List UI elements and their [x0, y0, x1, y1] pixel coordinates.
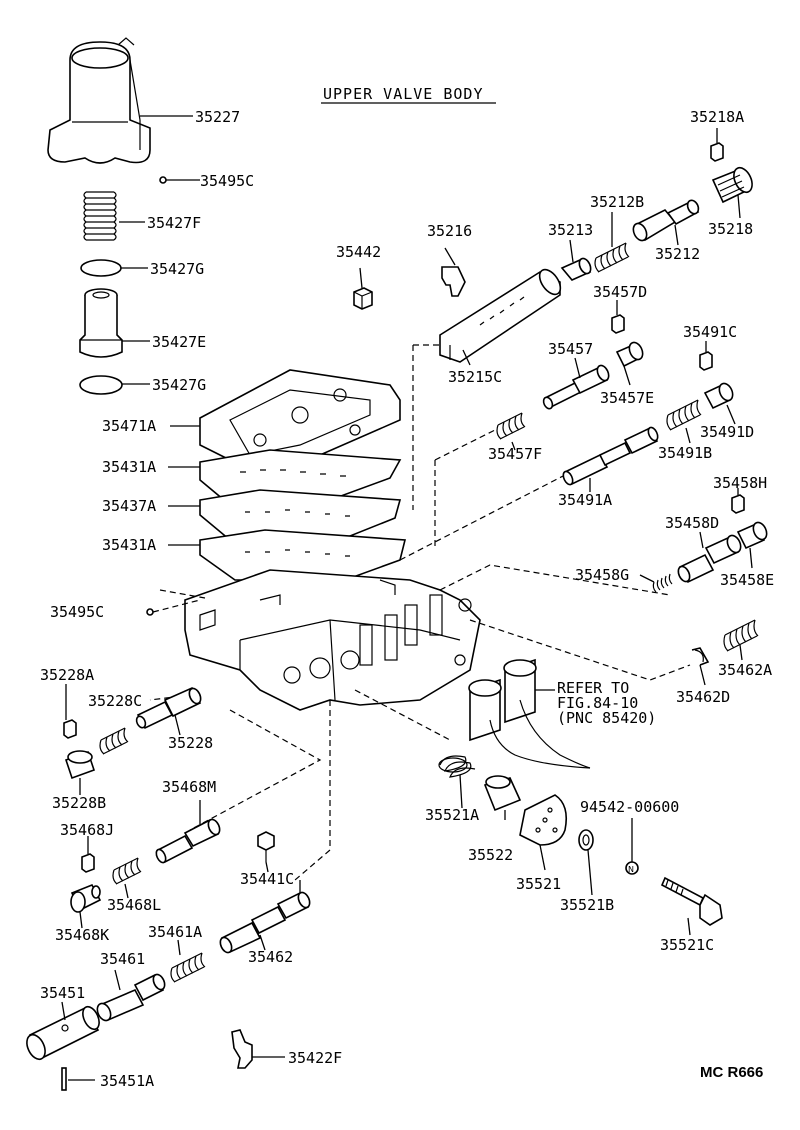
part-label-35521b: 35521B: [560, 896, 614, 914]
part-label-35212b: 35212B: [590, 193, 644, 211]
nut-35442: [353, 287, 373, 310]
valve-35468m: [155, 818, 221, 864]
clip-35422f: [231, 1029, 253, 1069]
spring-35462a: [723, 619, 759, 652]
svg-text:N: N: [628, 865, 634, 874]
sleeve-35522: [483, 775, 522, 812]
part-label-35468m: 35468M: [162, 778, 216, 796]
part-label-35442: 35442: [336, 243, 381, 261]
part-label-35216: 35216: [427, 222, 472, 240]
plate-35437a: [199, 489, 402, 541]
part-label-35213: 35213: [548, 221, 593, 239]
part-label-35457: 35457: [548, 340, 593, 358]
part-label-35468j: 35468J: [60, 821, 114, 839]
part-label-35228c: 35228C: [88, 692, 142, 710]
part-label-35495c-top: 35495C: [200, 172, 254, 190]
part-label-94542-00600: 94542-00600: [580, 798, 679, 816]
part-label-35462d: 35462D: [676, 688, 730, 706]
spring-35468l: [112, 857, 142, 885]
accumulator-housing: [47, 37, 151, 164]
plug-35457e: [615, 341, 644, 368]
part-label-35212: 35212: [655, 245, 700, 263]
accumulator-piston: [79, 288, 123, 358]
part-label-35458e: 35458E: [720, 571, 774, 589]
part-label-35441c: 35441C: [240, 870, 294, 888]
bolt-35521c: [660, 876, 723, 926]
part-label-35491c: 35491C: [683, 323, 737, 341]
plug-35491d: [703, 382, 734, 410]
cover-35521: [519, 794, 568, 846]
part-label-35451a: 35451A: [100, 1072, 154, 1090]
valve-35461: [96, 973, 166, 1022]
part-label-35218a: 35218A: [690, 108, 744, 126]
spring-35212b: [594, 242, 630, 273]
part-label-35491b: 35491B: [658, 444, 712, 462]
part-label-35491a: 35491A: [558, 491, 612, 509]
part-label-35228: 35228: [168, 734, 213, 752]
part-label-35218: 35218: [708, 220, 753, 238]
part-label-35522: 35522: [468, 846, 513, 864]
part-label-35427f: 35427F: [147, 214, 201, 232]
spring-35427f: [83, 191, 117, 241]
part-label-35461a: 35461A: [148, 923, 202, 941]
part-label-35457d: 35457D: [593, 283, 647, 301]
solenoid-assembly: [468, 658, 591, 769]
part-label-35521: 35521: [516, 875, 561, 893]
valve-35212: [632, 199, 700, 242]
part-label-35457f: 35457F: [488, 445, 542, 463]
part-label-35521a: 35521A: [425, 806, 479, 824]
part-label-35227: 35227: [195, 108, 240, 126]
refer-note-line3: (PNC 85420): [557, 709, 656, 727]
valve-35458d: [677, 534, 742, 584]
spring-35491b: [666, 399, 702, 431]
spring-35521a: [438, 755, 476, 778]
part-label-35431a-1: 35431A: [102, 458, 156, 476]
part-label-35495c-mid: 35495C: [50, 603, 104, 621]
valve-35462: [219, 891, 311, 954]
sleeve-35451: [26, 1005, 100, 1061]
part-label-35422f: 35422F: [288, 1049, 342, 1067]
plug-35468k: [70, 883, 102, 913]
diagram-title: UPPER VALVE BODY: [323, 85, 484, 103]
part-label-35458h: 35458H: [713, 474, 767, 492]
refer-note-line1: REFER TO: [557, 679, 629, 697]
part-label-35521c: 35521C: [660, 936, 714, 954]
refer-note-line2: FIG.84-10: [557, 694, 638, 712]
plug-35458e: [736, 521, 768, 550]
spring-35461a: [170, 952, 206, 983]
part-label-35437a: 35437A: [102, 497, 156, 515]
part-label-35431a-2: 35431A: [102, 536, 156, 554]
part-label-35458g: 35458G: [575, 566, 629, 584]
sleeve-35215c: [439, 268, 562, 363]
part-label-35228b: 35228B: [52, 794, 106, 812]
plate-35431a-lower: [199, 529, 407, 581]
plug-35228b: [64, 750, 96, 780]
part-label-35458d: 35458D: [665, 514, 719, 532]
part-label-35461: 35461: [100, 950, 145, 968]
bolt-35441c: [257, 831, 275, 862]
part-label-35228a: 35228A: [40, 666, 94, 684]
valve-35491a: [562, 426, 659, 486]
part-label-35468l: 35468L: [107, 896, 161, 914]
part-label-35491d: 35491D: [700, 423, 754, 441]
part-label-35427e: 35427E: [152, 333, 206, 351]
part-label-35471a: 35471A: [102, 417, 156, 435]
part-label-35457e: 35457E: [600, 389, 654, 407]
part-label-35468k: 35468K: [55, 926, 109, 944]
spring-35458g: [652, 573, 673, 593]
spring-35228c: [99, 727, 129, 755]
part-label-35462a: 35462A: [718, 661, 772, 679]
part-label-35427g-2: 35427G: [152, 376, 206, 394]
part-label-35451: 35451: [40, 984, 85, 1002]
valve-35228: [135, 686, 202, 730]
upper-valve-body: [184, 569, 481, 711]
plug-35218: [711, 166, 753, 204]
spring-35457f: [496, 412, 526, 440]
part-label-35462: 35462: [248, 948, 293, 966]
part-label-35215c: 35215C: [448, 368, 502, 386]
part-label-35427g-1: 35427G: [150, 260, 204, 278]
drawing-code: MC R666: [700, 1064, 763, 1081]
valve-35457: [542, 364, 610, 410]
